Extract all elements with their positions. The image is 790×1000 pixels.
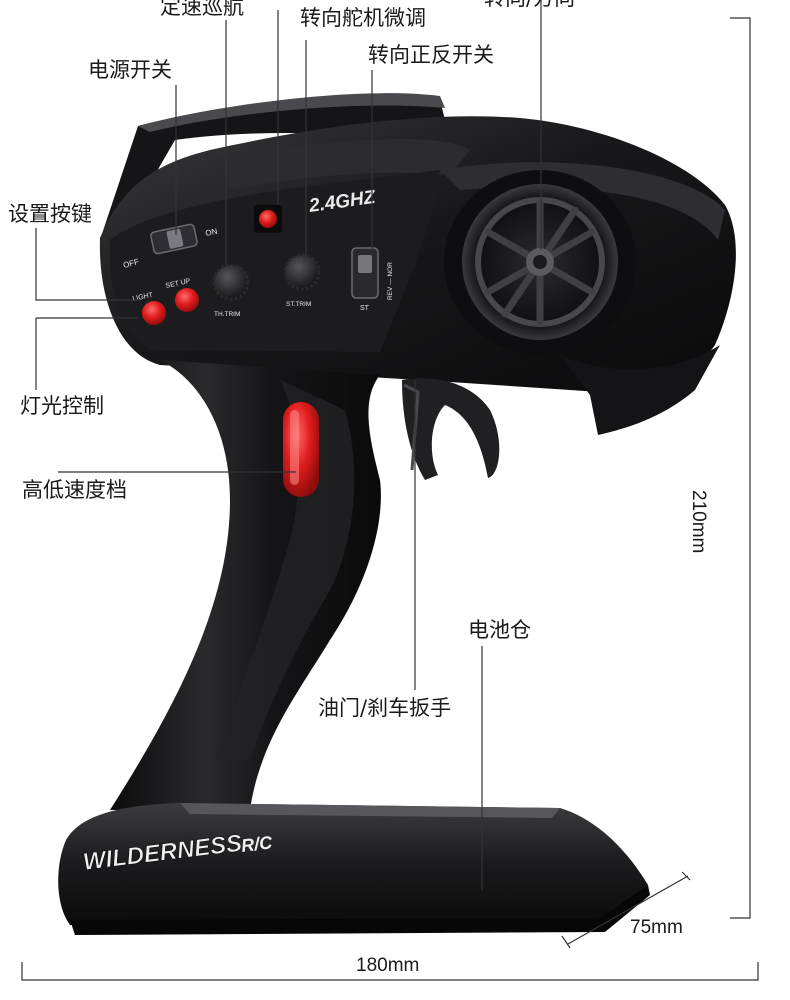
label-steering-trim: 转向舵机微调	[300, 6, 426, 30]
speed-gear-switch	[283, 402, 319, 497]
setup-button	[175, 288, 199, 312]
label-reverse-switch: 转向正反开关	[368, 43, 494, 67]
light-marking: LIGHT	[132, 292, 154, 303]
leader-lines	[35, 0, 542, 890]
label-cruise: 定速巡航	[160, 0, 244, 19]
light-button	[142, 301, 166, 325]
dimension-height: 210mm	[688, 490, 709, 554]
rc-logo: R/C	[240, 832, 274, 856]
th-trim-marking: TH.TRIM	[214, 311, 240, 318]
label-battery-box: 电池仓	[468, 618, 531, 642]
rev-nor-marking: REV — NOR	[387, 262, 394, 300]
base-stand	[58, 803, 648, 925]
on-marking: ON	[205, 227, 219, 238]
label-top-cut: 转向/方向	[484, 0, 575, 9]
st-trim-marking: ST.TRIM	[286, 301, 311, 308]
label-setup-key: 设置按键	[8, 202, 92, 226]
throttle-trigger	[402, 378, 500, 480]
label-light-control: 灯光控制	[20, 394, 104, 418]
dimension-depth: 75mm	[630, 917, 683, 938]
throttle-trim-knob	[212, 263, 250, 301]
steering-trim-knob	[283, 253, 321, 291]
label-speed-gear: 高低速度档	[22, 478, 127, 502]
label-power-switch: 电源开关	[88, 58, 172, 82]
dimension-lines	[21, 17, 759, 981]
st-marking: ST	[360, 305, 370, 312]
dimension-width: 180mm	[356, 955, 420, 976]
off-marking: OFF	[122, 257, 140, 270]
label-trigger: 油门/刹车扳手	[318, 696, 452, 720]
